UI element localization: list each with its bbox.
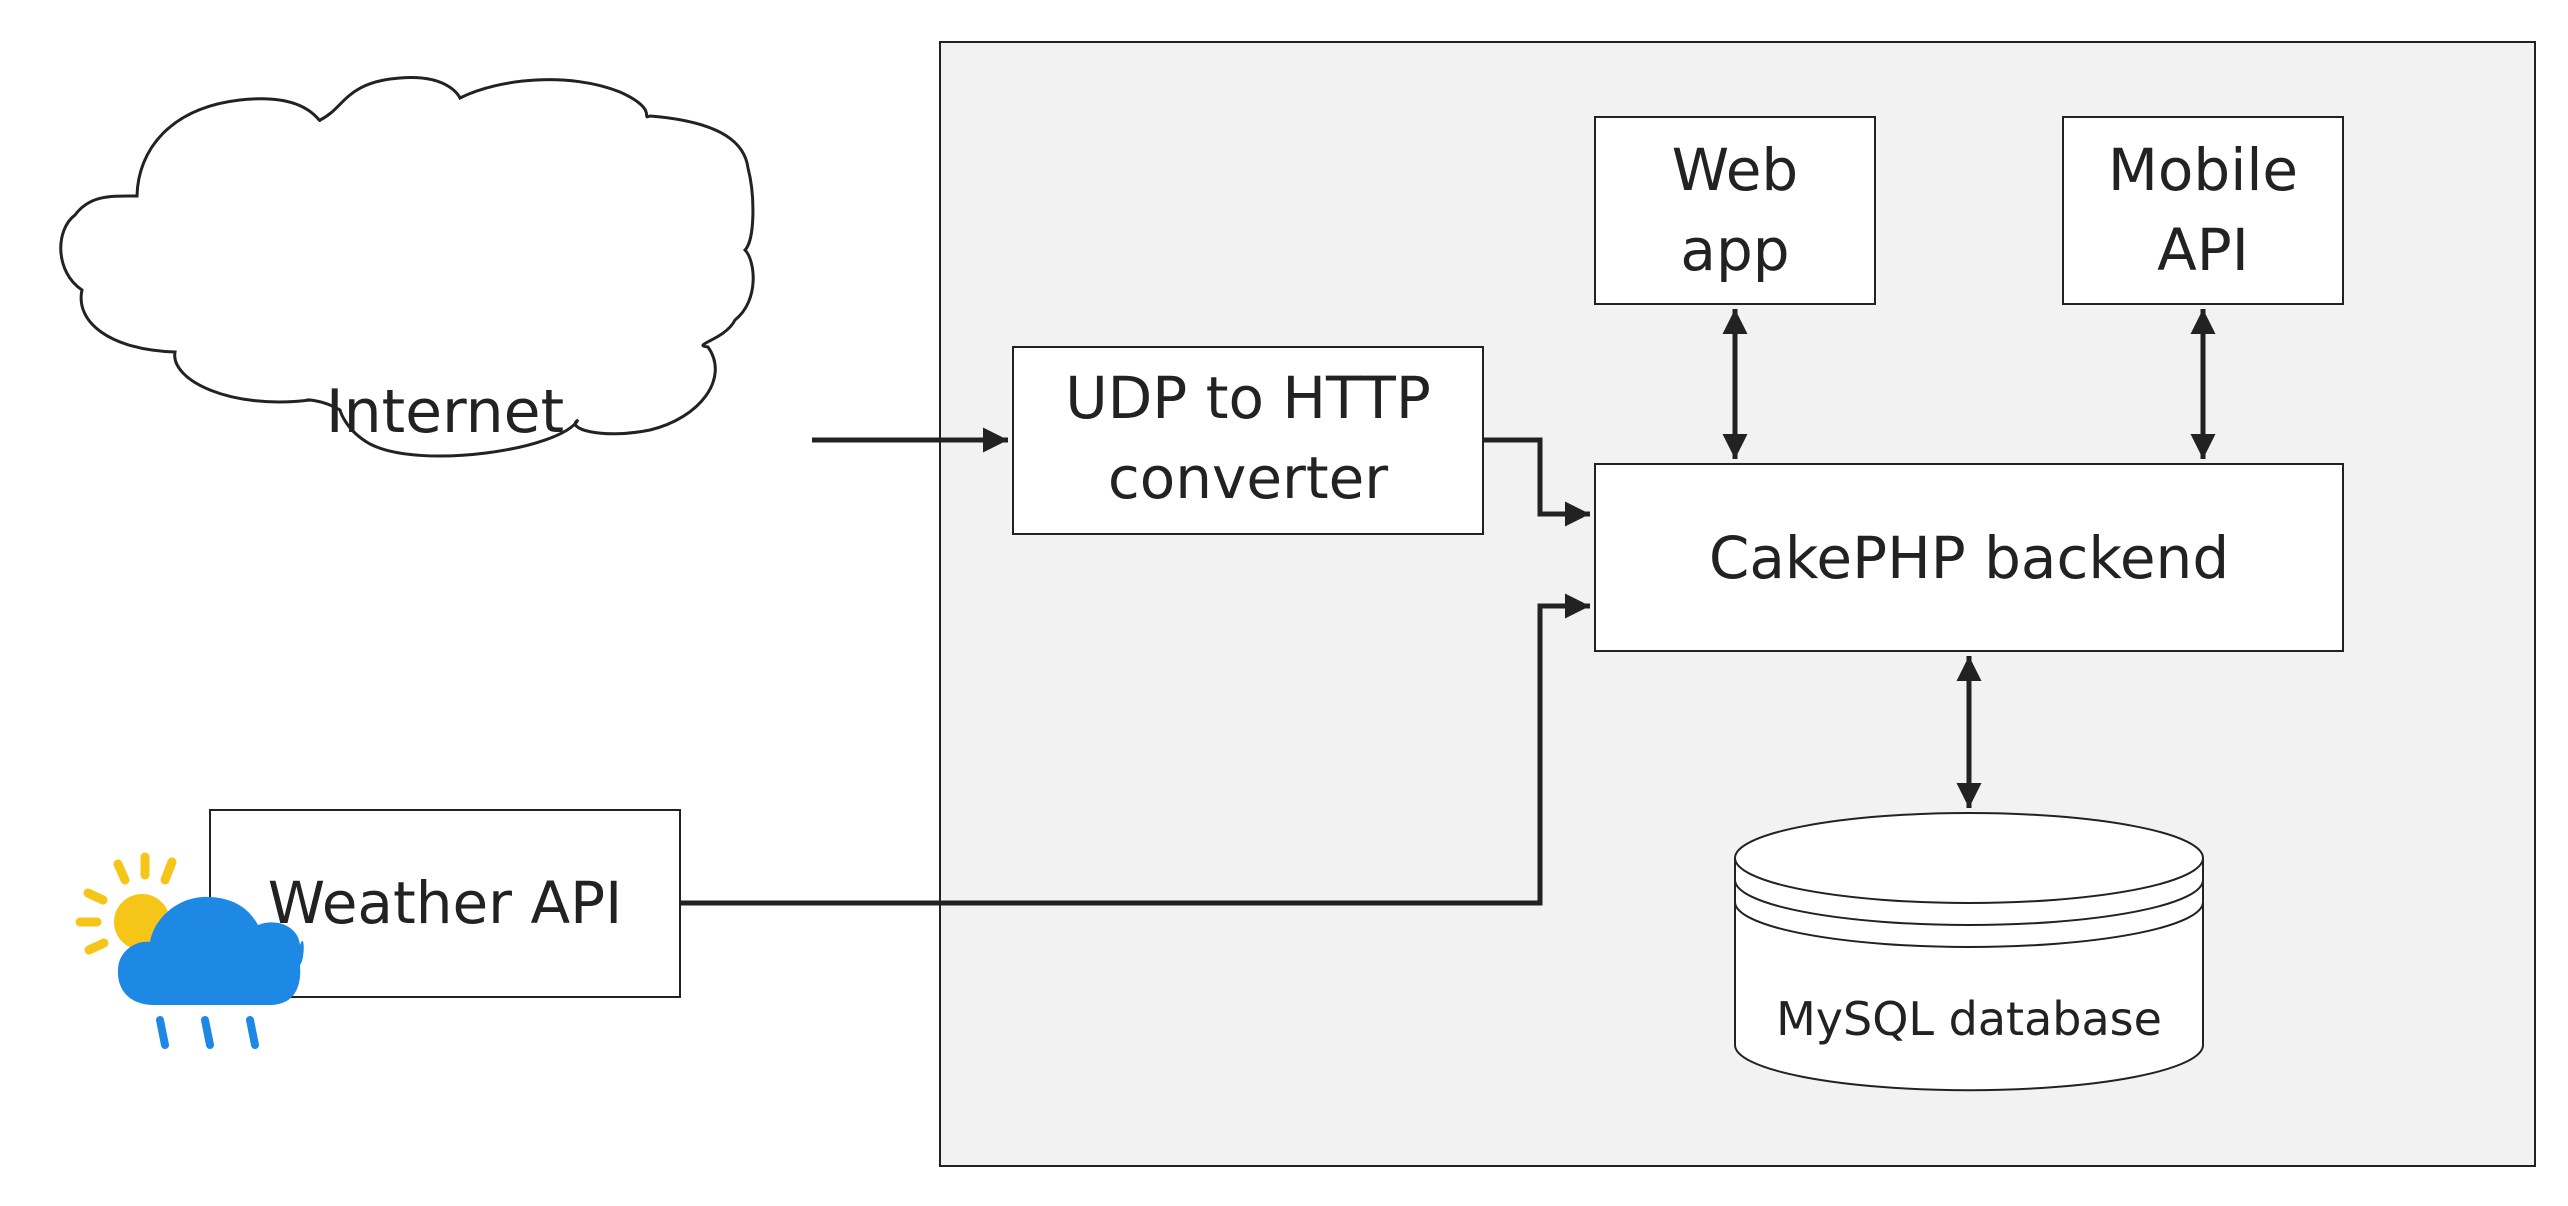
mysql-database-node: MySQL database bbox=[1734, 812, 2204, 1092]
mobile-api-label-line-2: API bbox=[2157, 216, 2249, 284]
edge-weather-api-to-backend bbox=[680, 593, 1590, 906]
web-app-node: Web app bbox=[1594, 116, 1876, 305]
mysql-database-label: MySQL database bbox=[1776, 992, 2162, 1046]
cakephp-backend-node: CakePHP backend bbox=[1594, 463, 2344, 652]
mobile-api-label-line-1: Mobile bbox=[2108, 136, 2298, 204]
weather-sun-cloud-rain-icon bbox=[75, 852, 304, 1049]
mobile-api-node: Mobile API bbox=[2062, 116, 2344, 305]
edges bbox=[680, 309, 2216, 906]
web-app-label-line-1: Web bbox=[1672, 136, 1798, 204]
cakephp-backend-label: CakePHP backend bbox=[1709, 524, 2229, 592]
internet-cloud: Internet bbox=[59, 76, 755, 458]
udp-converter-label-line-2: converter bbox=[1108, 444, 1388, 512]
internet-label: Internet bbox=[326, 377, 564, 447]
edge-udp-converter-to-backend bbox=[1483, 437, 1590, 527]
weather-api-node: Weather API bbox=[209, 809, 681, 998]
udp-converter-label-line-1: UDP to HTTP bbox=[1065, 364, 1431, 432]
weather-api-label: Weather API bbox=[268, 869, 622, 937]
udp-converter-node: UDP to HTTP converter bbox=[1012, 346, 1484, 535]
web-app-label-line-2: app bbox=[1680, 216, 1789, 284]
